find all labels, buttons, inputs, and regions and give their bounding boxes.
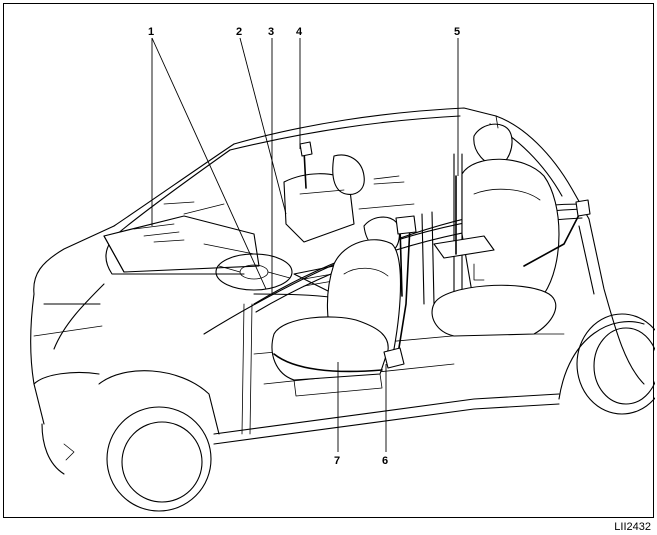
front-seat bbox=[271, 216, 401, 397]
leader-lines bbox=[151, 37, 459, 452]
callout-5: 5 bbox=[454, 26, 460, 38]
driver-seat bbox=[283, 154, 365, 243]
leader-line-2 bbox=[239, 37, 287, 215]
rear-wheel bbox=[558, 313, 655, 415]
callout-4: 4 bbox=[296, 26, 303, 38]
diagram-frame: 1 2 3 4 5 6 7 bbox=[3, 3, 655, 518]
leader-line-1b bbox=[151, 37, 267, 290]
callout-1: 1 bbox=[148, 26, 154, 38]
callout-7: 7 bbox=[334, 455, 340, 467]
front-wheel bbox=[98, 370, 220, 512]
rear-seat bbox=[431, 123, 560, 337]
callouts: 1 2 3 4 5 6 7 bbox=[148, 26, 460, 467]
figure-code: LII2432 bbox=[614, 521, 651, 533]
steering-wheel bbox=[215, 253, 293, 291]
callout-3: 3 bbox=[268, 26, 274, 38]
dashboard bbox=[103, 201, 260, 273]
seat-belts bbox=[299, 115, 591, 369]
callout-6: 6 bbox=[382, 455, 388, 467]
callout-2: 2 bbox=[236, 26, 242, 38]
vehicle-interior-illustration: 1 2 3 4 5 6 7 bbox=[30, 26, 655, 512]
interior-details bbox=[241, 175, 415, 435]
